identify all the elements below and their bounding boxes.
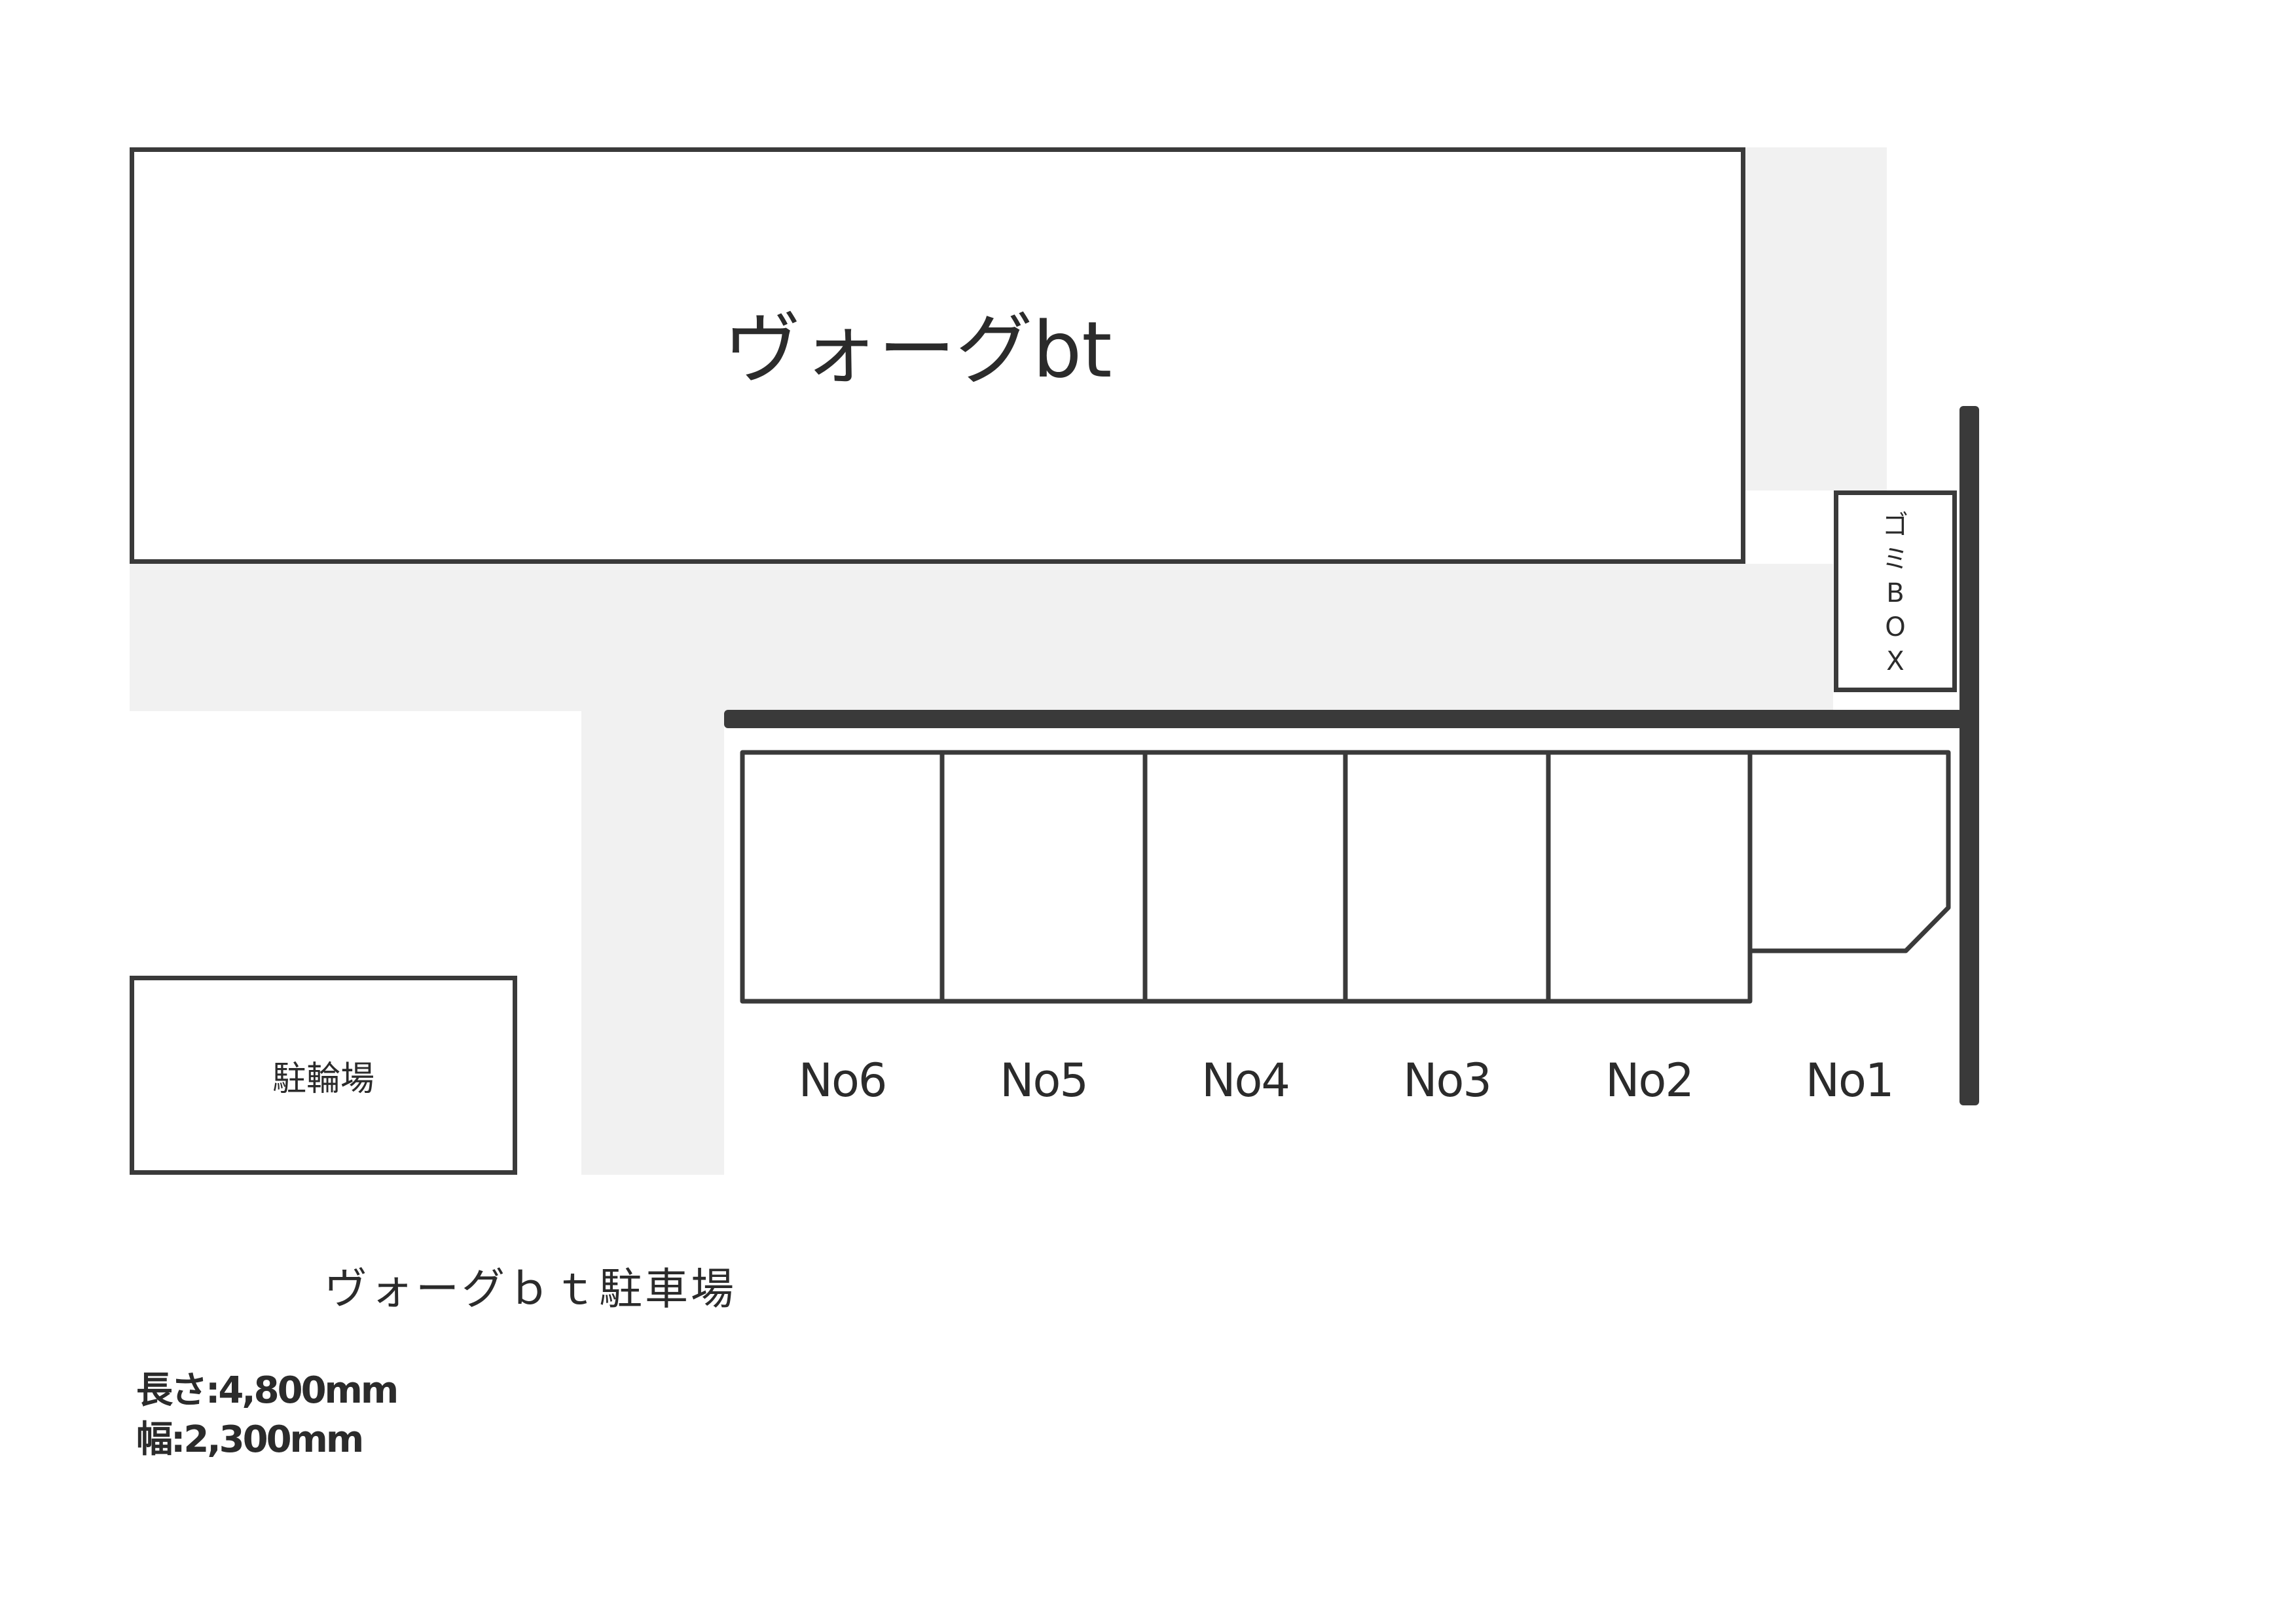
wall-horizontal	[724, 710, 1963, 728]
parking-space-no2[interactable]	[1548, 752, 1750, 1001]
parking-space-no6[interactable]	[742, 752, 942, 1001]
parking-label: No3	[1403, 1054, 1492, 1107]
spec-length: 長さ:4,800mm	[136, 1369, 399, 1412]
parking-label: No2	[1605, 1054, 1694, 1107]
parking-space-no5[interactable]	[942, 752, 1145, 1001]
parking-space-no1[interactable]	[1750, 752, 1948, 951]
parking-space-no3[interactable]	[1345, 752, 1548, 1001]
ground-area-driveway	[130, 564, 1832, 711]
parking-label: No6	[798, 1054, 888, 1107]
bicycle-parking-label: 駐輪場	[272, 1059, 374, 1099]
ground-area-lane	[581, 711, 724, 1175]
ground-area-top-right	[1745, 147, 1887, 490]
garbage-box-char: B	[1886, 578, 1904, 608]
map-title: ヴォーグｂｔ駐車場	[324, 1264, 737, 1314]
bicycle-parking: 駐輪場	[130, 976, 517, 1175]
parking-space-no4[interactable]	[1145, 752, 1345, 1001]
garbage-box-char: X	[1886, 646, 1904, 676]
building: ヴォーグbt	[130, 147, 1745, 564]
parking-label: No5	[1000, 1054, 1089, 1107]
parking-label: No1	[1805, 1054, 1895, 1107]
ground-area-driveway-right	[1741, 564, 1833, 711]
garbage-box-char: ゴ	[1882, 510, 1908, 540]
parking-label: No4	[1201, 1054, 1290, 1107]
building-name: ヴォーグbt	[723, 304, 1112, 395]
garbage-box-char: ミ	[1882, 544, 1908, 574]
garbage-box: ゴ ミ B O X	[1834, 490, 1957, 692]
wall-vertical	[1959, 406, 1979, 1105]
spec-width: 幅:2,300mm	[136, 1418, 364, 1461]
garbage-box-char: O	[1885, 612, 1906, 642]
